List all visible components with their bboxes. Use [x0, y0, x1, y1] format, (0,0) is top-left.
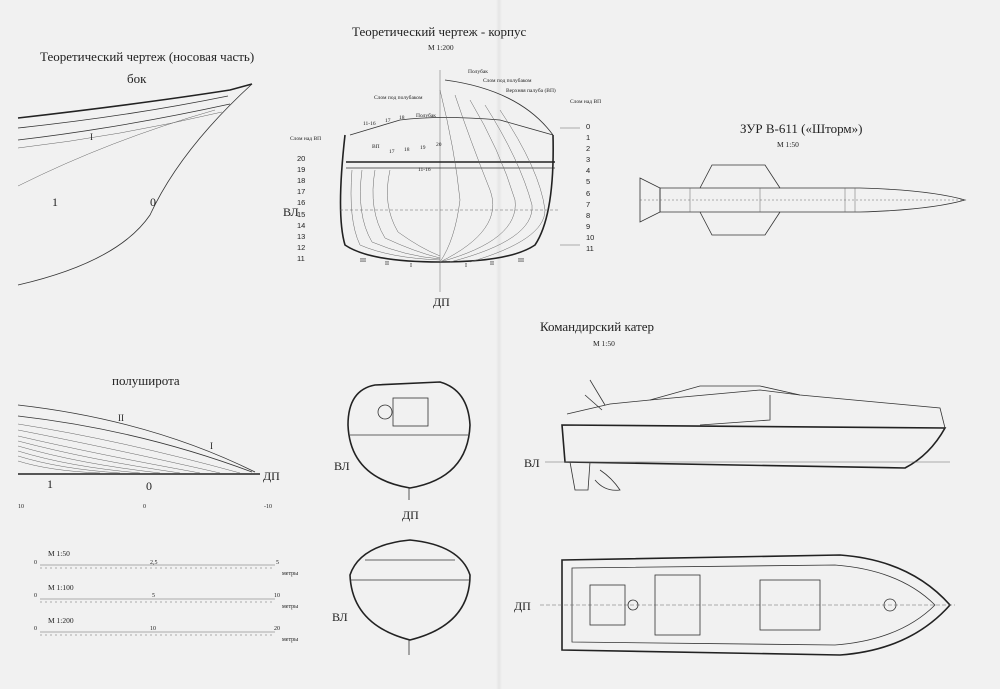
station-number-right: 2: [586, 144, 591, 153]
boat-title: Командирский катер: [540, 319, 654, 334]
section-waterline-label: ВЛ: [334, 459, 350, 473]
station-number-right: 6: [586, 189, 591, 198]
half-tick: 0: [143, 504, 146, 510]
callout-break-under-forecastle: Слом под полубаком: [483, 78, 532, 84]
missile-title: ЗУР В-611 («Шторм»): [740, 121, 863, 136]
half-station-0: 0: [146, 479, 152, 493]
station-number-left: 13: [297, 232, 306, 241]
station-number-left: 14: [297, 221, 306, 230]
page-fold: [496, 0, 502, 689]
missile-drawing: [639, 164, 967, 236]
scale-unit: метры: [282, 637, 299, 643]
scale-tick: 0: [34, 593, 37, 599]
station-number-left: 17: [297, 187, 306, 196]
station-number-right: 8: [586, 211, 591, 220]
body-plan-scale: М 1:200: [428, 43, 454, 52]
inner-station-label: 20: [436, 142, 442, 148]
waterline-roman: III: [360, 258, 366, 264]
station-number-left: 11: [297, 254, 305, 263]
inner-station-label: 18: [404, 147, 410, 153]
missile-scale: М 1:50: [777, 140, 799, 149]
station-number-right: 0: [586, 122, 591, 131]
body-plan-title: Теоретический чертеж - корпус: [352, 24, 527, 39]
callout-break-under-forecastle: Слом под полубаком: [374, 95, 423, 101]
section-centerline-label: ДП: [402, 508, 419, 522]
station-number-left: 16: [297, 198, 306, 207]
body-centerline-label: ДП: [433, 295, 450, 309]
bow-drawing-title: Теоретический чертеж (носовая часть): [40, 49, 255, 64]
half-centerline-label: ДП: [263, 469, 280, 483]
side-waterline-label: I: [90, 132, 93, 142]
callout-upper-deck: Верхняя палуба (ВП): [506, 88, 556, 94]
station-number-right: 1: [586, 133, 591, 142]
body-waterline-label: ВЛ: [283, 205, 299, 219]
boat-scale: М 1:50: [593, 339, 615, 348]
body-plan: [339, 70, 580, 292]
scale-tick: 10: [150, 626, 156, 632]
waterline-roman: II: [385, 261, 389, 267]
waterline-roman: II: [490, 261, 494, 267]
waterline-roman: I: [410, 263, 412, 269]
stern-section-upper: [347, 381, 471, 500]
station-number-right: 11: [586, 244, 594, 253]
upper-station-label: 11-16: [363, 121, 376, 127]
scale-label: М 1:200: [48, 616, 74, 625]
half-station-1: 1: [47, 477, 53, 491]
station-number-left: 19: [297, 165, 306, 174]
scale-unit: метры: [282, 604, 299, 610]
half-breadth-label: полуширота: [112, 373, 180, 388]
bow-side-view: [17, 83, 253, 286]
station-number-right: 3: [586, 155, 591, 164]
inner-station-label: 11-16: [418, 167, 431, 173]
station-number-left: 20: [297, 154, 306, 163]
upper-station-label: 18: [399, 115, 405, 121]
inner-station-label: 19: [420, 145, 426, 151]
scale-tick: 2,5: [150, 560, 158, 566]
station-number-left: 15: [297, 210, 306, 219]
scale-tick: 5: [276, 560, 279, 566]
scale-bars: [40, 564, 275, 636]
station-number-right: 10: [586, 233, 595, 242]
side-view-label: бок: [127, 71, 147, 86]
scale-tick: 5: [152, 593, 155, 599]
callout-upper-deck: ВП: [372, 144, 380, 150]
half-waterline-II: II: [118, 413, 124, 423]
side-station-0: 0: [150, 195, 156, 209]
scale-tick: 10: [274, 593, 280, 599]
scale-tick: 0: [34, 626, 37, 632]
callout-break-above-upper-deck: Слом над ВП: [570, 99, 602, 105]
callout-break-above-upper-deck: Слом над ВП: [290, 136, 322, 142]
boat-waterline-label: ВЛ: [524, 456, 540, 470]
station-number-right: 7: [586, 200, 591, 209]
callout-forecastle: Полубак: [416, 113, 436, 119]
scale-tick: 20: [274, 626, 280, 632]
boat-plan-view: [540, 554, 955, 656]
scale-label: М 1:100: [48, 583, 74, 592]
waterline-roman: III: [518, 258, 524, 264]
half-waterline-I: I: [210, 441, 213, 451]
stern-section-lower: [349, 539, 471, 655]
half-breadth-view: [17, 404, 260, 475]
station-number-left: 12: [297, 243, 306, 252]
section-waterline-label: ВЛ: [332, 610, 348, 624]
station-number-right: 9: [586, 222, 591, 231]
boat-side-view: [545, 379, 950, 491]
inner-station-label: 17: [389, 149, 395, 155]
station-number-left: 18: [297, 176, 306, 185]
station-number-right: 4: [586, 166, 591, 175]
upper-station-label: 17: [385, 118, 391, 124]
boat-centerline-label: ДП: [514, 599, 531, 613]
half-tick: 10: [18, 504, 24, 510]
side-station-1: 1: [52, 195, 58, 209]
station-number-right: 5: [586, 177, 591, 186]
scale-tick: 0: [34, 560, 37, 566]
callout-forecastle: Полубак: [468, 69, 488, 75]
half-tick: -10: [264, 504, 272, 510]
scale-label: М 1:50: [48, 549, 70, 558]
scale-unit: метры: [282, 571, 299, 577]
waterline-roman: I: [465, 263, 467, 269]
